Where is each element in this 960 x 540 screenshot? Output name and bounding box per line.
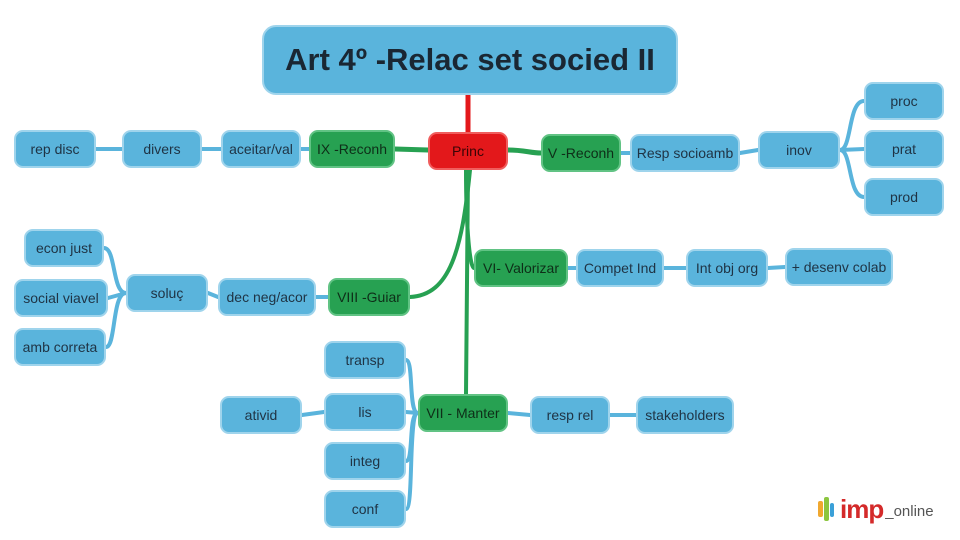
link-inov-proc	[838, 99, 866, 152]
node-ativid[interactable]: ativid	[220, 396, 302, 434]
node-resp-rel[interactable]: resp rel	[530, 396, 610, 434]
link-lis-ativid	[300, 410, 326, 417]
link-center-ix	[392, 146, 431, 153]
node-aceitar-val[interactable]: aceitar/val	[221, 130, 301, 168]
link-vii-resprel	[506, 411, 532, 417]
link-soluc-amb	[104, 291, 128, 349]
node-conf[interactable]: conf	[324, 490, 406, 528]
link-center-viii	[408, 168, 472, 299]
node-viii-guiar[interactable]: VIII -Guiar	[328, 278, 410, 316]
node-amb-correta[interactable]: amb correta	[14, 328, 106, 366]
map-title: Art 4º -Relac set socied II	[262, 25, 678, 95]
node-lis[interactable]: lis	[324, 393, 406, 431]
link-center-vii	[464, 168, 470, 396]
node-soluc[interactable]: soluç	[126, 274, 208, 312]
link-inov-prod	[838, 148, 866, 199]
node-stakeholders[interactable]: stakeholders	[636, 396, 734, 434]
node-prat[interactable]: prat	[864, 130, 944, 168]
link-resp-inov	[738, 148, 760, 155]
node-ix-reconh[interactable]: IX -Reconh	[309, 130, 395, 168]
node-rep-disc[interactable]: rep disc	[14, 130, 96, 168]
link-vii-conf	[404, 411, 420, 511]
node-econ-just[interactable]: econ just	[24, 229, 104, 267]
link-vii-transp	[404, 358, 420, 415]
node-desenv-colab[interactable]: + desenv colab	[785, 248, 893, 286]
node-integ[interactable]: integ	[324, 442, 406, 480]
node-prod[interactable]: prod	[864, 178, 944, 216]
node-transp[interactable]: transp	[324, 341, 406, 379]
node-vii-manter[interactable]: VII - Manter	[418, 394, 508, 432]
link-dec-soluc	[206, 291, 220, 299]
node-int-obj-org[interactable]: Int obj org	[686, 249, 768, 287]
node-social-viavel[interactable]: social viavel	[14, 279, 108, 317]
node-compet-ind[interactable]: Compet Ind	[576, 249, 664, 287]
node-proc[interactable]: proc	[864, 82, 944, 120]
link-soluc-econ	[102, 246, 128, 295]
logo-suffix: _online	[885, 503, 934, 520]
node-resp-socioamb[interactable]: Resp socioamb	[630, 134, 740, 172]
logo-mark-icon	[818, 497, 834, 521]
link-int-desenv	[766, 265, 787, 270]
node-divers[interactable]: divers	[122, 130, 202, 168]
node-vi-valorizar[interactable]: VI- Valorizar	[474, 249, 568, 287]
node-v-reconh[interactable]: V -Reconh	[541, 134, 621, 172]
link-center-v	[505, 147, 544, 156]
central-node-princ[interactable]: Princ	[428, 132, 508, 170]
node-dec-neg-acor[interactable]: dec neg/acor	[218, 278, 316, 316]
logo-brand: imp	[840, 493, 884, 524]
imp-online-logo: imp _online	[818, 492, 942, 526]
node-inov[interactable]: inov	[758, 131, 840, 169]
